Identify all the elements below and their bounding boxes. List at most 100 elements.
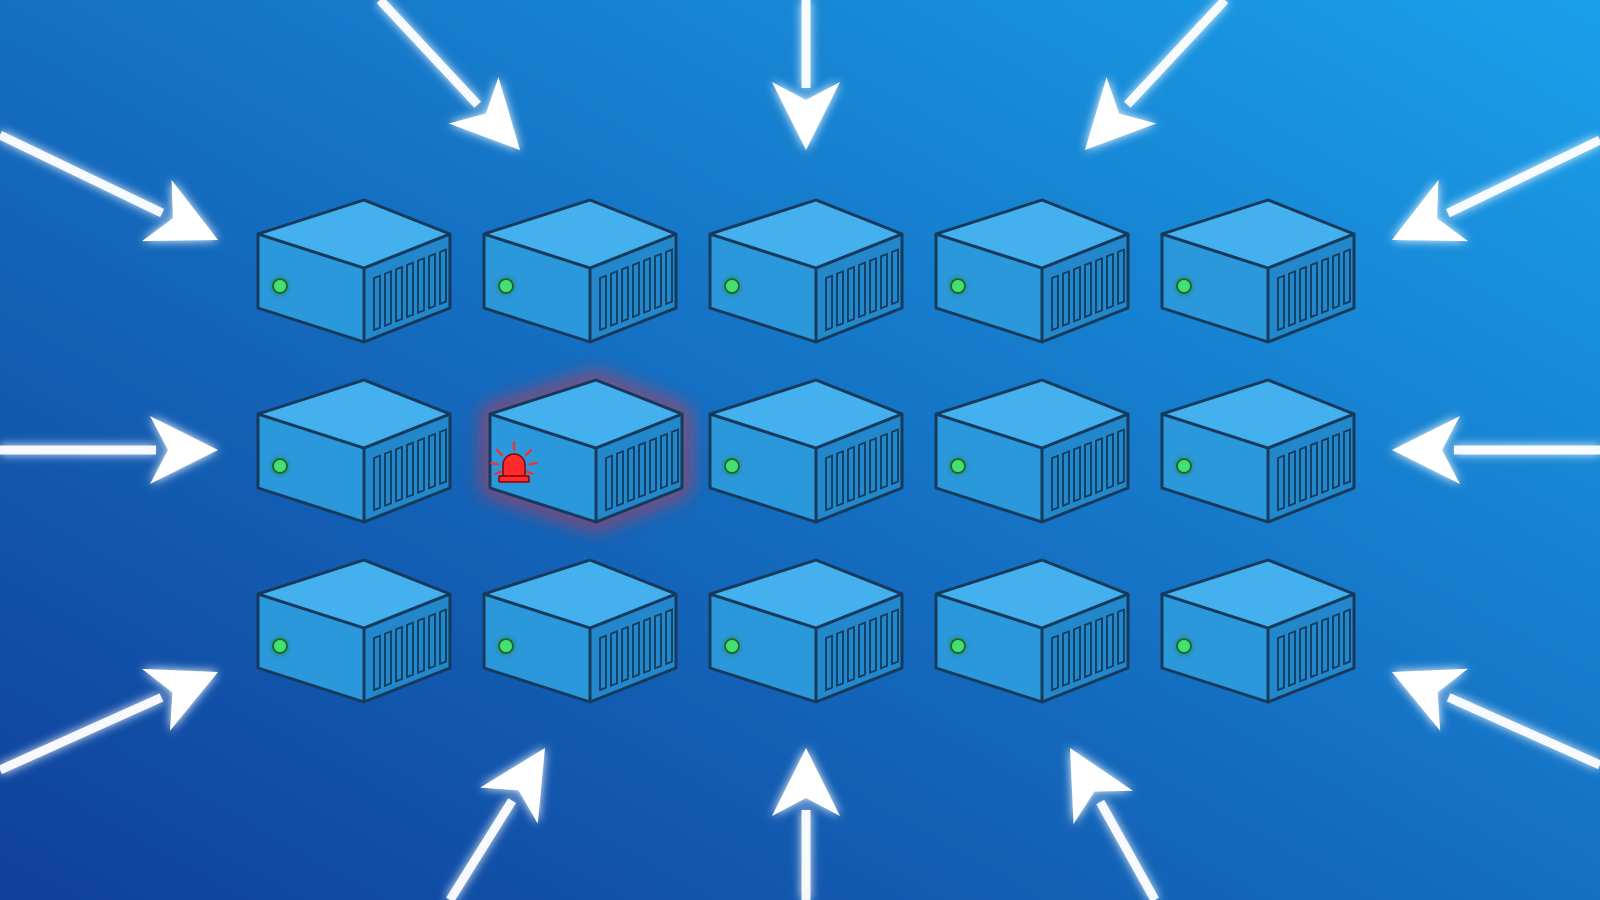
- vent-slat: [417, 616, 425, 674]
- arrow-icon: [1392, 416, 1600, 484]
- server-top: [934, 198, 1130, 270]
- server-top: [256, 198, 452, 270]
- vent-slat: [1051, 274, 1059, 332]
- vent-slat: [836, 450, 844, 508]
- vent-slat: [1288, 270, 1296, 328]
- server-top: [708, 198, 904, 270]
- server-top: [708, 378, 904, 450]
- vent-slat: [891, 428, 899, 486]
- vent-slat: [1106, 612, 1114, 670]
- vent-slat: [891, 608, 899, 666]
- vent-slat: [373, 274, 381, 332]
- vent-slat: [406, 261, 414, 319]
- vent-slat: [1073, 265, 1081, 323]
- arrow-icon: [0, 130, 218, 242]
- led-icon: [950, 638, 966, 655]
- server: [256, 378, 452, 524]
- vent-slat: [1062, 450, 1070, 508]
- vent-slat: [610, 630, 618, 688]
- vent-slat: [610, 270, 618, 328]
- vent-slat: [869, 256, 877, 314]
- vent-slat: [1095, 616, 1103, 674]
- vent-slat: [1117, 248, 1125, 306]
- arrow-icon: [772, 748, 840, 900]
- arrow-icon: [0, 668, 218, 775]
- vent-slat: [1084, 441, 1092, 499]
- server-top: [1160, 378, 1356, 450]
- vent-slat: [1332, 432, 1340, 490]
- vent-slat: [1062, 630, 1070, 688]
- vent-slat: [1343, 608, 1351, 666]
- vent-slat: [869, 436, 877, 494]
- vent-slat: [665, 608, 673, 666]
- vent-slat: [406, 441, 414, 499]
- vent-slat: [880, 612, 888, 670]
- vent-slat: [1117, 428, 1125, 486]
- arrow-icon: [446, 748, 545, 900]
- vent-slat: [847, 625, 855, 683]
- vent-slat: [395, 445, 403, 503]
- arrow-icon: [0, 416, 218, 484]
- vent-slat: [858, 621, 866, 679]
- vent-slat: [406, 621, 414, 679]
- vent-slat: [373, 454, 381, 512]
- server: [482, 558, 678, 704]
- server: [708, 558, 904, 704]
- server: [934, 378, 1130, 524]
- server: [482, 198, 678, 344]
- led-icon: [1176, 458, 1192, 475]
- vent-slat: [1343, 248, 1351, 306]
- vent-slat: [1277, 454, 1285, 512]
- server-top: [256, 378, 452, 450]
- vent-slat: [632, 261, 640, 319]
- vent-slat: [1288, 630, 1296, 688]
- server: [708, 198, 904, 344]
- vent-slat: [660, 432, 668, 490]
- servers-layer: [256, 198, 1356, 704]
- vent-slat: [417, 436, 425, 494]
- vent-slat: [373, 634, 381, 692]
- vent-slat: [671, 428, 679, 486]
- vent-slat: [880, 252, 888, 310]
- arrow-icon: [772, 0, 840, 150]
- vent-slat: [1332, 252, 1340, 310]
- vent-slat: [1051, 454, 1059, 512]
- vent-slat: [621, 265, 629, 323]
- vent-slat: [1343, 428, 1351, 486]
- server: [934, 198, 1130, 344]
- vent-slat: [632, 621, 640, 679]
- arrow-icon: [1392, 135, 1600, 242]
- vent-slat: [1332, 612, 1340, 670]
- vent-slat: [439, 248, 447, 306]
- led-icon: [1176, 638, 1192, 655]
- vent-slat: [847, 445, 855, 503]
- vent-slat: [1106, 432, 1114, 490]
- arrow-icon: [1392, 668, 1600, 770]
- vent-slat: [1321, 256, 1329, 314]
- vent-slat: [1321, 436, 1329, 494]
- vent-slat: [1277, 634, 1285, 692]
- vent-slat: [1051, 634, 1059, 692]
- vent-slat: [825, 454, 833, 512]
- vent-slat: [665, 248, 673, 306]
- led-icon: [272, 458, 288, 475]
- led-icon: [498, 638, 514, 655]
- led-icon: [272, 638, 288, 655]
- vent-slat: [627, 445, 635, 503]
- server-top: [1160, 558, 1356, 630]
- led-icon: [498, 278, 514, 295]
- vent-slat: [825, 634, 833, 692]
- vent-slat: [1321, 616, 1329, 674]
- vent-slat: [869, 616, 877, 674]
- vent-slat: [858, 441, 866, 499]
- vent-slat: [836, 270, 844, 328]
- vent-slat: [891, 248, 899, 306]
- vent-slat: [1073, 445, 1081, 503]
- server-alert: [484, 373, 688, 529]
- vent-slat: [1084, 261, 1092, 319]
- vent-slat: [1310, 621, 1318, 679]
- vent-slat: [439, 428, 447, 486]
- led-icon: [724, 278, 740, 295]
- vent-slat: [428, 252, 436, 310]
- vent-slat: [1310, 441, 1318, 499]
